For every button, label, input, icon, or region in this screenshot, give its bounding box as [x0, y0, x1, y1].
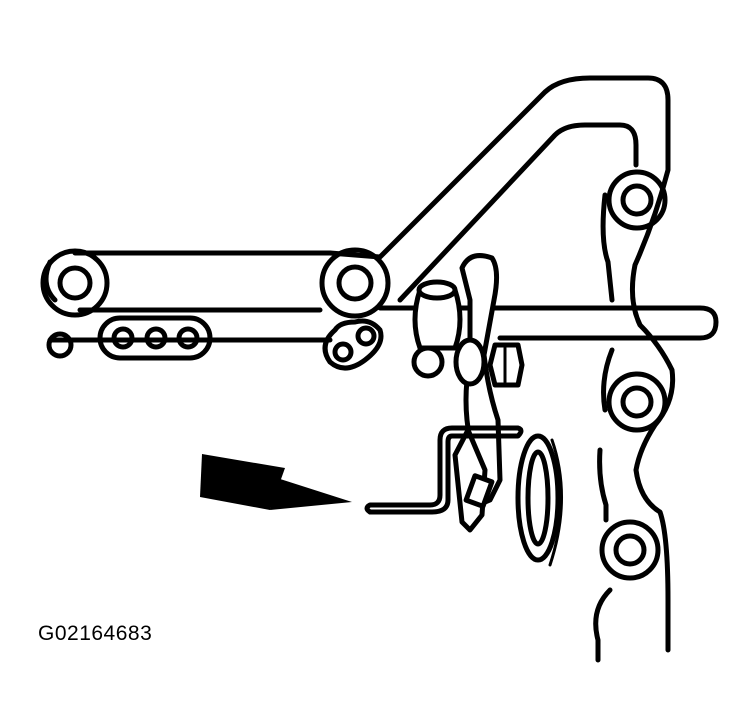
double-ring-plate: [322, 318, 384, 371]
ring-2: [144, 326, 168, 350]
ring-1: [111, 326, 135, 350]
gasket-plate-inner-edge: [397, 122, 639, 303]
ring-5: [355, 325, 377, 347]
bolt-hole-left: [57, 265, 93, 301]
arm-loop-middle: [319, 247, 391, 319]
ring-3: [176, 326, 200, 350]
flange-inner-contour: [597, 192, 615, 523]
o-ring-outer: [515, 433, 561, 563]
gasket-plate-outline: [327, 75, 676, 663]
pointer-arrow-icon: [200, 454, 352, 510]
triple-ring-plate: [97, 315, 213, 361]
flange-hole-top: [606, 169, 668, 231]
shaft-collar-face: [416, 279, 458, 301]
small-hole-left: [46, 331, 74, 359]
shift-shaft: [47, 305, 719, 343]
detent-roller: [463, 473, 495, 509]
ring-4: [332, 341, 354, 363]
bolt-hole-middle: [336, 264, 374, 302]
ball-detent: [411, 345, 445, 379]
shaft-collar: [412, 287, 463, 351]
figure-code-label: G02164683: [38, 622, 153, 645]
arm-end-loop-left: [40, 248, 110, 318]
detent-spring-wire: [364, 425, 524, 515]
flange-hole-top-inner: [620, 183, 654, 217]
o-ring-inner: [525, 449, 551, 547]
flange-hole-middle-inner: [620, 385, 654, 419]
flange-hole-middle: [606, 371, 668, 433]
flange-hole-bottom-inner: [613, 533, 647, 567]
lever-hub: [453, 337, 487, 387]
flange-hole-bottom: [599, 519, 661, 581]
o-ring-shading: [548, 438, 563, 567]
